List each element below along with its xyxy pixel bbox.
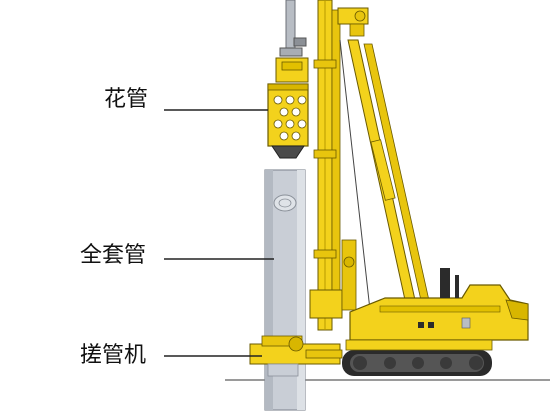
label-casing-oscillator: 搓管机 — [80, 343, 147, 368]
flower-pipe — [267, 83, 309, 159]
casing-logo — [273, 194, 297, 212]
support-strut — [339, 39, 431, 311]
casing-oscillator — [249, 335, 343, 377]
label-flower-pipe: 花管 — [104, 87, 149, 112]
label-full-casing: 全套管 — [80, 243, 147, 268]
crawler-track — [342, 339, 493, 376]
mast-cylinder — [341, 239, 357, 311]
mast — [309, 0, 343, 331]
machine-body — [349, 268, 529, 341]
mast-head — [337, 7, 369, 37]
drill-rod — [275, 0, 309, 83]
